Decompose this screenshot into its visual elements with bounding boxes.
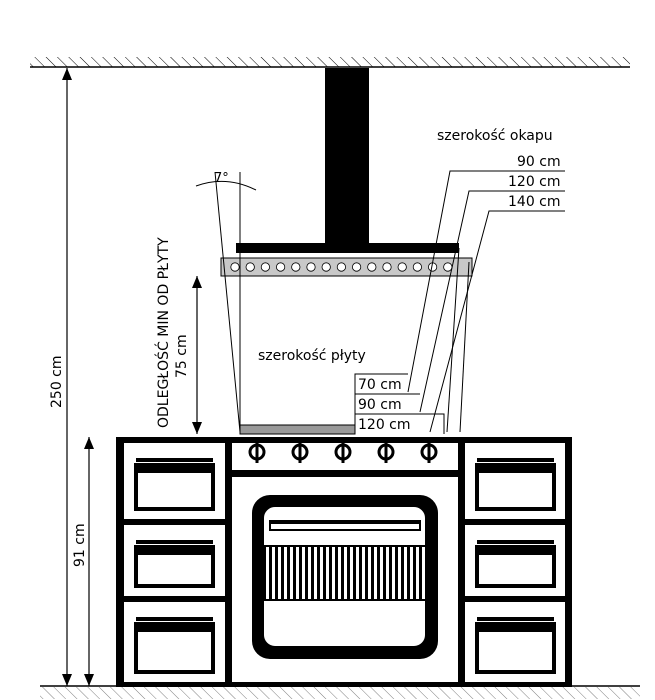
total-height-label: 250 cm bbox=[49, 355, 65, 408]
filter-hole bbox=[351, 262, 362, 272]
grill-slot bbox=[350, 547, 353, 599]
drawer-handle-icon bbox=[136, 540, 213, 544]
filter-hole bbox=[397, 262, 407, 272]
grill-slot bbox=[344, 547, 347, 599]
filter-hole bbox=[291, 262, 301, 272]
drawer-handle-icon bbox=[136, 458, 213, 462]
grill-slot bbox=[308, 547, 311, 599]
grill-slot bbox=[374, 547, 377, 599]
hob-width-90: 90 cm bbox=[358, 397, 402, 413]
ceiling bbox=[30, 57, 630, 68]
min-distance-title: ODLEGŁOŚĆ MIN OD PŁYTY bbox=[154, 237, 172, 428]
filter-hole bbox=[336, 262, 346, 272]
grill-slot bbox=[398, 547, 401, 599]
min-distance-dimension bbox=[192, 276, 202, 434]
hob-width-120: 120 cm bbox=[358, 417, 411, 433]
hood-width-90: 90 cm bbox=[517, 154, 561, 170]
grease-filter bbox=[220, 257, 473, 277]
grill-slot bbox=[422, 547, 425, 599]
grill-slot bbox=[320, 547, 323, 599]
grill-slot bbox=[284, 547, 287, 599]
grill-slot bbox=[404, 547, 407, 599]
grill-slot bbox=[266, 547, 269, 599]
drawer-handle-icon bbox=[477, 540, 554, 544]
hood-chimney bbox=[325, 68, 369, 245]
angle-indicator: 7° bbox=[195, 171, 257, 433]
grill-slot bbox=[272, 547, 275, 599]
drawer bbox=[475, 540, 556, 588]
oven-door bbox=[252, 495, 438, 659]
grill-slot bbox=[338, 547, 341, 599]
total-height-dimension bbox=[62, 68, 72, 686]
hob-width-boxes bbox=[354, 373, 445, 434]
angle-label: 7° bbox=[214, 171, 229, 186]
grill-slot bbox=[392, 547, 395, 599]
min-distance-value: 75 cm bbox=[174, 334, 190, 378]
grill-slot bbox=[368, 547, 371, 599]
filter-hole bbox=[260, 262, 270, 272]
filter-hole bbox=[367, 262, 377, 272]
drawer bbox=[475, 458, 556, 511]
filter-hole bbox=[443, 262, 453, 272]
control-knob-icon bbox=[291, 441, 309, 463]
control-knob-icon bbox=[420, 441, 438, 463]
drawer bbox=[475, 617, 556, 674]
grill-slot bbox=[416, 547, 419, 599]
drawer bbox=[134, 617, 215, 674]
hood-canopy bbox=[236, 243, 459, 253]
drawer-handle-icon bbox=[477, 458, 554, 462]
hob-width-70: 70 cm bbox=[358, 377, 402, 393]
control-knob-icon bbox=[334, 441, 352, 463]
grill-slot bbox=[326, 547, 329, 599]
filter-hole bbox=[382, 262, 392, 272]
hood-width-title: szerokość okapu bbox=[437, 128, 553, 144]
drawer bbox=[134, 540, 215, 588]
hood-width-120: 120 cm bbox=[508, 174, 561, 190]
filter-hole bbox=[230, 262, 240, 272]
filter-hole bbox=[306, 262, 316, 272]
floor bbox=[40, 685, 640, 699]
control-knobs bbox=[248, 441, 438, 463]
hob-width-title: szerokość płyty bbox=[258, 348, 366, 364]
grill-slot bbox=[314, 547, 317, 599]
drawer-handle-icon bbox=[477, 617, 554, 621]
filter-hole bbox=[412, 262, 422, 272]
filter-hole bbox=[245, 262, 255, 272]
drawer-handle-icon bbox=[136, 617, 213, 621]
control-knob-icon bbox=[248, 441, 266, 463]
grill-slot bbox=[290, 547, 293, 599]
grill-slot bbox=[410, 547, 413, 599]
drawer bbox=[134, 458, 215, 511]
drawer-details bbox=[134, 458, 556, 674]
counter-height-label: 91 cm bbox=[72, 523, 88, 567]
filter-hole bbox=[321, 262, 331, 272]
counter-height-dimension bbox=[84, 437, 94, 686]
width-leader-lines bbox=[407, 170, 565, 433]
grill-slot bbox=[302, 547, 305, 599]
oven-grill bbox=[263, 545, 426, 601]
grill-slot bbox=[296, 547, 299, 599]
grill-slot bbox=[332, 547, 335, 599]
grill-slot bbox=[362, 547, 365, 599]
hood-width-140: 140 cm bbox=[508, 194, 561, 210]
grill-slot bbox=[380, 547, 383, 599]
grill-slot bbox=[278, 547, 281, 599]
control-knob-icon bbox=[377, 441, 395, 463]
grill-slot bbox=[356, 547, 359, 599]
hob-plate bbox=[239, 424, 356, 435]
grill-slot bbox=[386, 547, 389, 599]
filter-hole bbox=[275, 262, 286, 272]
